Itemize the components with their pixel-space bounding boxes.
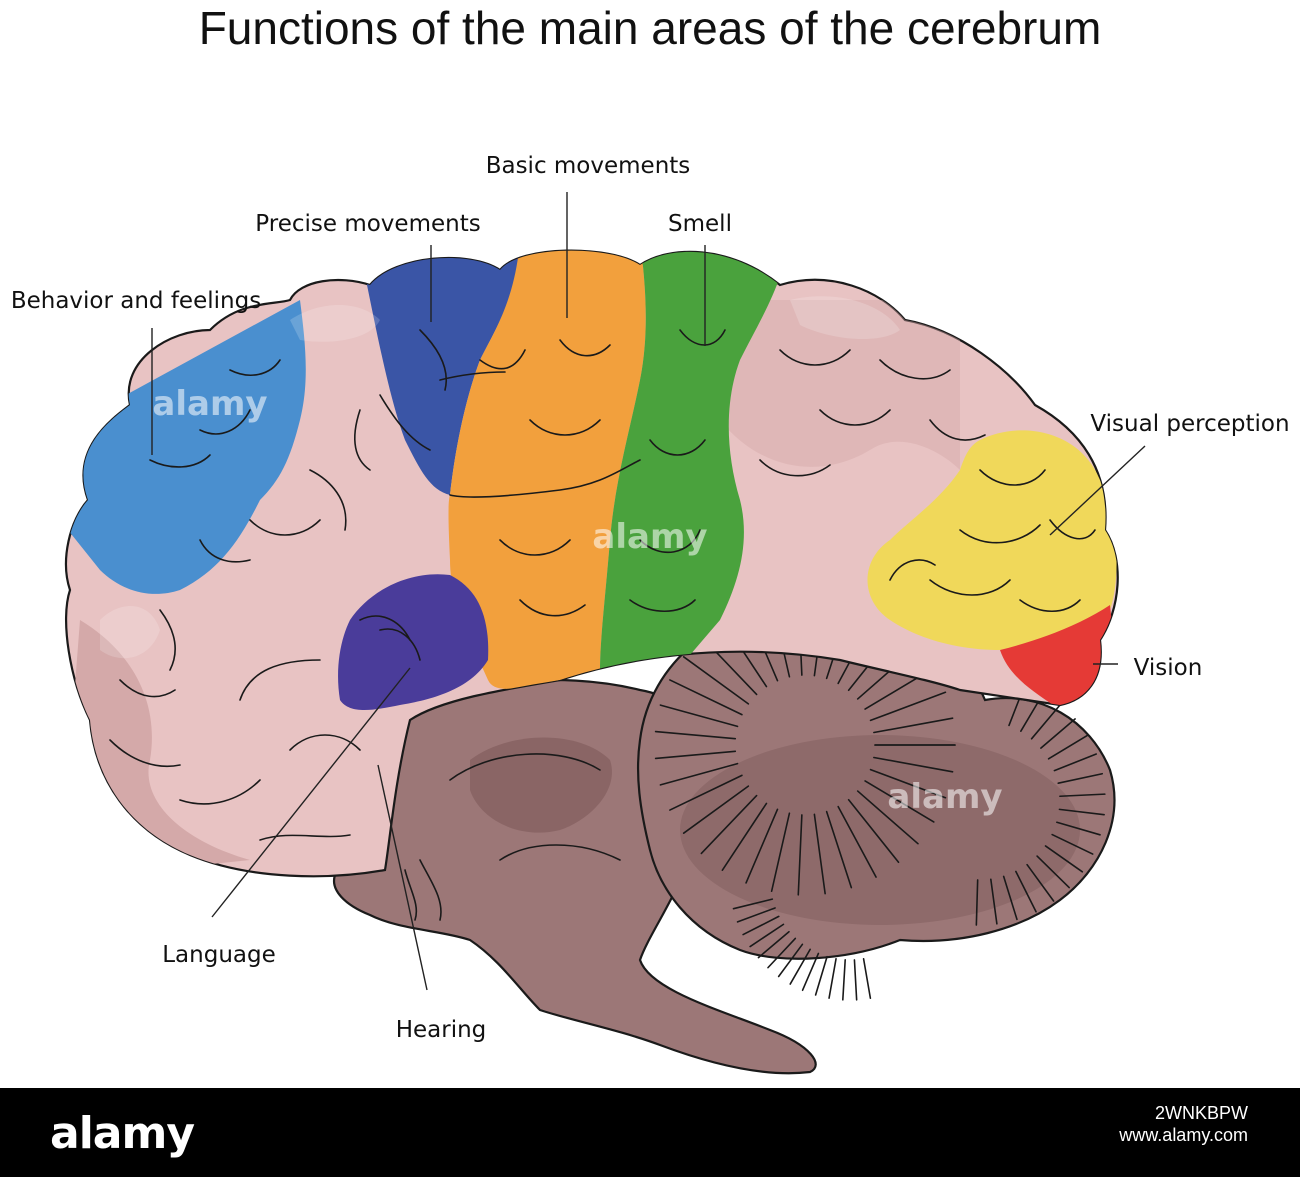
cerebellum-fold xyxy=(777,943,804,978)
cerebellum-fold xyxy=(1044,845,1084,873)
cerebellum-fold xyxy=(721,802,768,871)
vision-area xyxy=(1000,605,1118,710)
cerebellum-fold xyxy=(990,878,998,925)
cerebellum-fold xyxy=(1026,863,1055,902)
cerebellum-fold xyxy=(732,898,774,910)
cerebellum-fold xyxy=(837,805,877,878)
cerebellum-fold xyxy=(742,915,780,936)
cerebellum-fold xyxy=(801,952,820,992)
cerebellum-fold xyxy=(842,959,847,1001)
cerebellum-fold xyxy=(975,879,979,926)
cerebellum-fold xyxy=(736,907,776,923)
cerebellum-fold xyxy=(869,691,947,722)
cerebellum-fold xyxy=(682,656,750,705)
cerebellum-fold xyxy=(1036,855,1070,889)
cerebellum-fold xyxy=(700,794,758,855)
visual-perception-area xyxy=(867,430,1117,650)
cerebellum-fold xyxy=(1058,808,1105,816)
cerebellum-fold xyxy=(847,798,900,864)
cerebellum-fold xyxy=(1047,734,1088,760)
cerebellum-fold xyxy=(749,923,785,948)
watermark-2: alamy xyxy=(592,517,707,557)
cerebellum-fold xyxy=(669,679,743,716)
cerebellum-fold xyxy=(770,812,791,893)
cerebellum-fold xyxy=(862,958,872,1000)
cerebellum-fold xyxy=(669,774,743,811)
cerebellum-fold xyxy=(797,814,803,896)
cerebellum-fold xyxy=(1030,703,1062,740)
cerebellum-fold xyxy=(1056,821,1101,836)
cerebellum-fold xyxy=(1002,875,1018,921)
cerebellum-fold xyxy=(767,937,797,969)
label-basic-movements: Basic movements xyxy=(486,153,691,179)
smell-area xyxy=(600,250,790,690)
footer-bar: alamy 2WNKBPW www.alamy.com xyxy=(0,1088,1300,1177)
cerebellum-fold xyxy=(745,808,779,884)
precise-area xyxy=(360,250,520,495)
cerebellum-fold xyxy=(757,930,790,959)
page-title: Functions of the main areas of the cereb… xyxy=(198,2,1102,54)
watermark-1: alamy xyxy=(152,384,267,424)
cerebellum-fold xyxy=(682,785,750,834)
language-area xyxy=(338,574,489,710)
cerebellum-fold xyxy=(1051,833,1094,855)
label-precise-movements: Precise movements xyxy=(255,211,480,237)
cerebellum-fold xyxy=(659,762,739,786)
cerebellum-fold xyxy=(828,957,837,999)
label-language: Language xyxy=(162,942,276,968)
cerebellum-fold xyxy=(659,704,739,728)
image-id-text: 2WNKBPW xyxy=(1154,1103,1248,1123)
basic-area xyxy=(448,250,646,689)
cerebellum-fold xyxy=(869,768,947,799)
label-visual-perception: Visual perception xyxy=(1090,411,1289,437)
cerebellum-fold xyxy=(814,955,828,996)
cerebellum-fold xyxy=(873,717,954,734)
label-behavior-and-feelings: Behavior and feelings xyxy=(11,288,261,314)
cerebellum-fold xyxy=(864,780,935,823)
cerebellum-fold xyxy=(1040,718,1076,749)
brain-diagram: alamy alamy alamy Behavior and feelings … xyxy=(11,153,1290,1075)
label-smell: Smell xyxy=(668,211,732,237)
label-vision: Vision xyxy=(1134,655,1203,681)
cerebellum-fold xyxy=(853,959,858,1001)
cerebellum xyxy=(636,594,1116,1001)
cerebellum-fold xyxy=(856,790,919,845)
behavior-area xyxy=(66,300,306,594)
cerebellum-fold xyxy=(789,948,811,985)
cerebellum-fold xyxy=(1015,870,1037,913)
footer-image-id: 2WNKBPW www.alamy.com xyxy=(1119,1102,1248,1146)
footer-logo: alamy xyxy=(50,1108,195,1159)
watermark-3: alamy xyxy=(887,777,1002,817)
cerebellum-fold xyxy=(1053,753,1098,772)
leader-lines xyxy=(151,192,1146,991)
label-hearing: Hearing xyxy=(396,1017,487,1043)
cerebellum-fold xyxy=(654,730,737,740)
site-url-text: www.alamy.com xyxy=(1119,1125,1248,1145)
cerebellum-fold xyxy=(1057,772,1104,784)
cerebellum-fold xyxy=(825,810,853,889)
cerebellum-fold xyxy=(813,813,826,895)
cerebellum-fold xyxy=(654,750,737,760)
cerebrum xyxy=(64,249,1119,878)
cerebellum-fold xyxy=(1059,793,1106,798)
cerebellum-fold xyxy=(873,756,954,773)
